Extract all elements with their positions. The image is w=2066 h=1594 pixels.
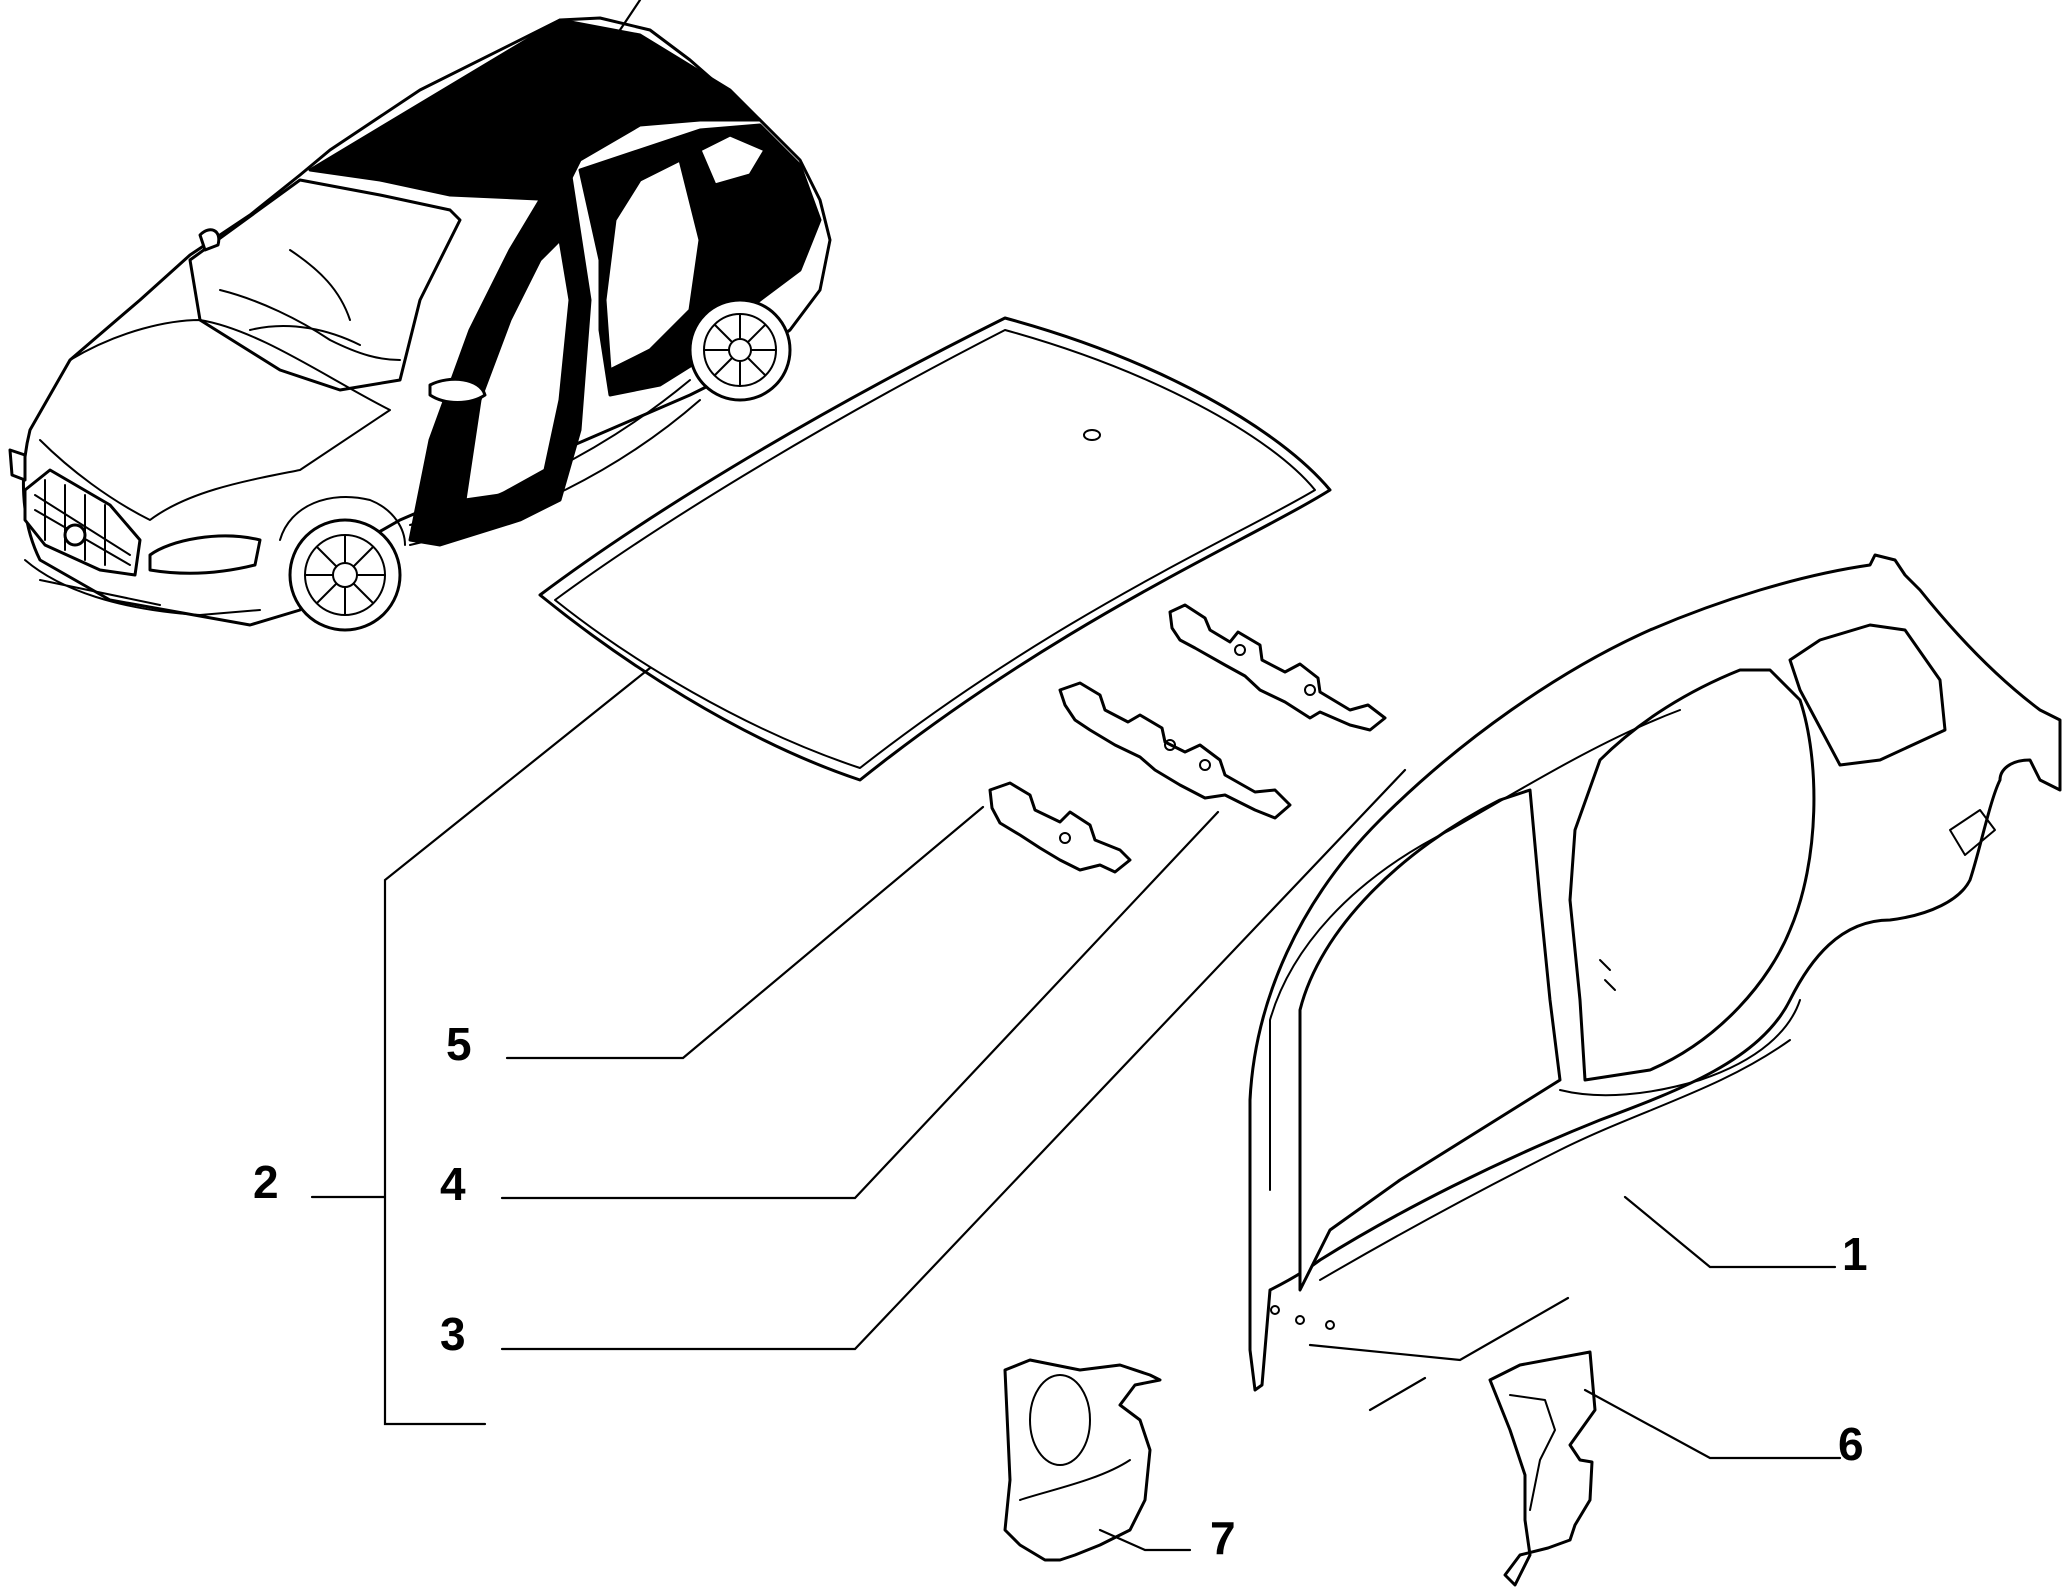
body-side-panel <box>1248 553 2062 1392</box>
roof-crossmember-4 <box>1058 681 1292 820</box>
leader-4 <box>500 810 1220 1200</box>
roof-crossmember-5 <box>988 781 1132 874</box>
leader-2-bracket <box>383 666 652 1426</box>
wheelhouse-reinforcement-7 <box>1003 1358 1162 1562</box>
callout-6: 6 <box>1838 1418 1864 1470</box>
callouts: 1 2 3 4 5 6 7 <box>253 1018 1868 1564</box>
leader-7 <box>1098 1528 1192 1552</box>
leader-lines <box>310 666 1842 1552</box>
leader-5 <box>505 805 985 1060</box>
car-overview <box>8 0 832 632</box>
leader-1-inner <box>1308 1296 1570 1362</box>
roof-panel <box>538 316 1332 782</box>
callout-4: 4 <box>440 1158 466 1210</box>
callout-5: 5 <box>446 1018 472 1070</box>
callout-3: 3 <box>440 1308 466 1360</box>
leader-1-inner-2 <box>1368 1376 1427 1412</box>
leader-6 <box>1583 1388 1842 1460</box>
roof-crossmember-3 <box>1168 603 1387 732</box>
wheelhouse-reinforcement-6 <box>1488 1350 1597 1587</box>
callout-2: 2 <box>253 1156 279 1208</box>
leader-1 <box>1623 1195 1837 1269</box>
leader-3 <box>500 768 1407 1351</box>
callout-7: 7 <box>1210 1512 1236 1564</box>
callout-1: 1 <box>1842 1228 1868 1280</box>
